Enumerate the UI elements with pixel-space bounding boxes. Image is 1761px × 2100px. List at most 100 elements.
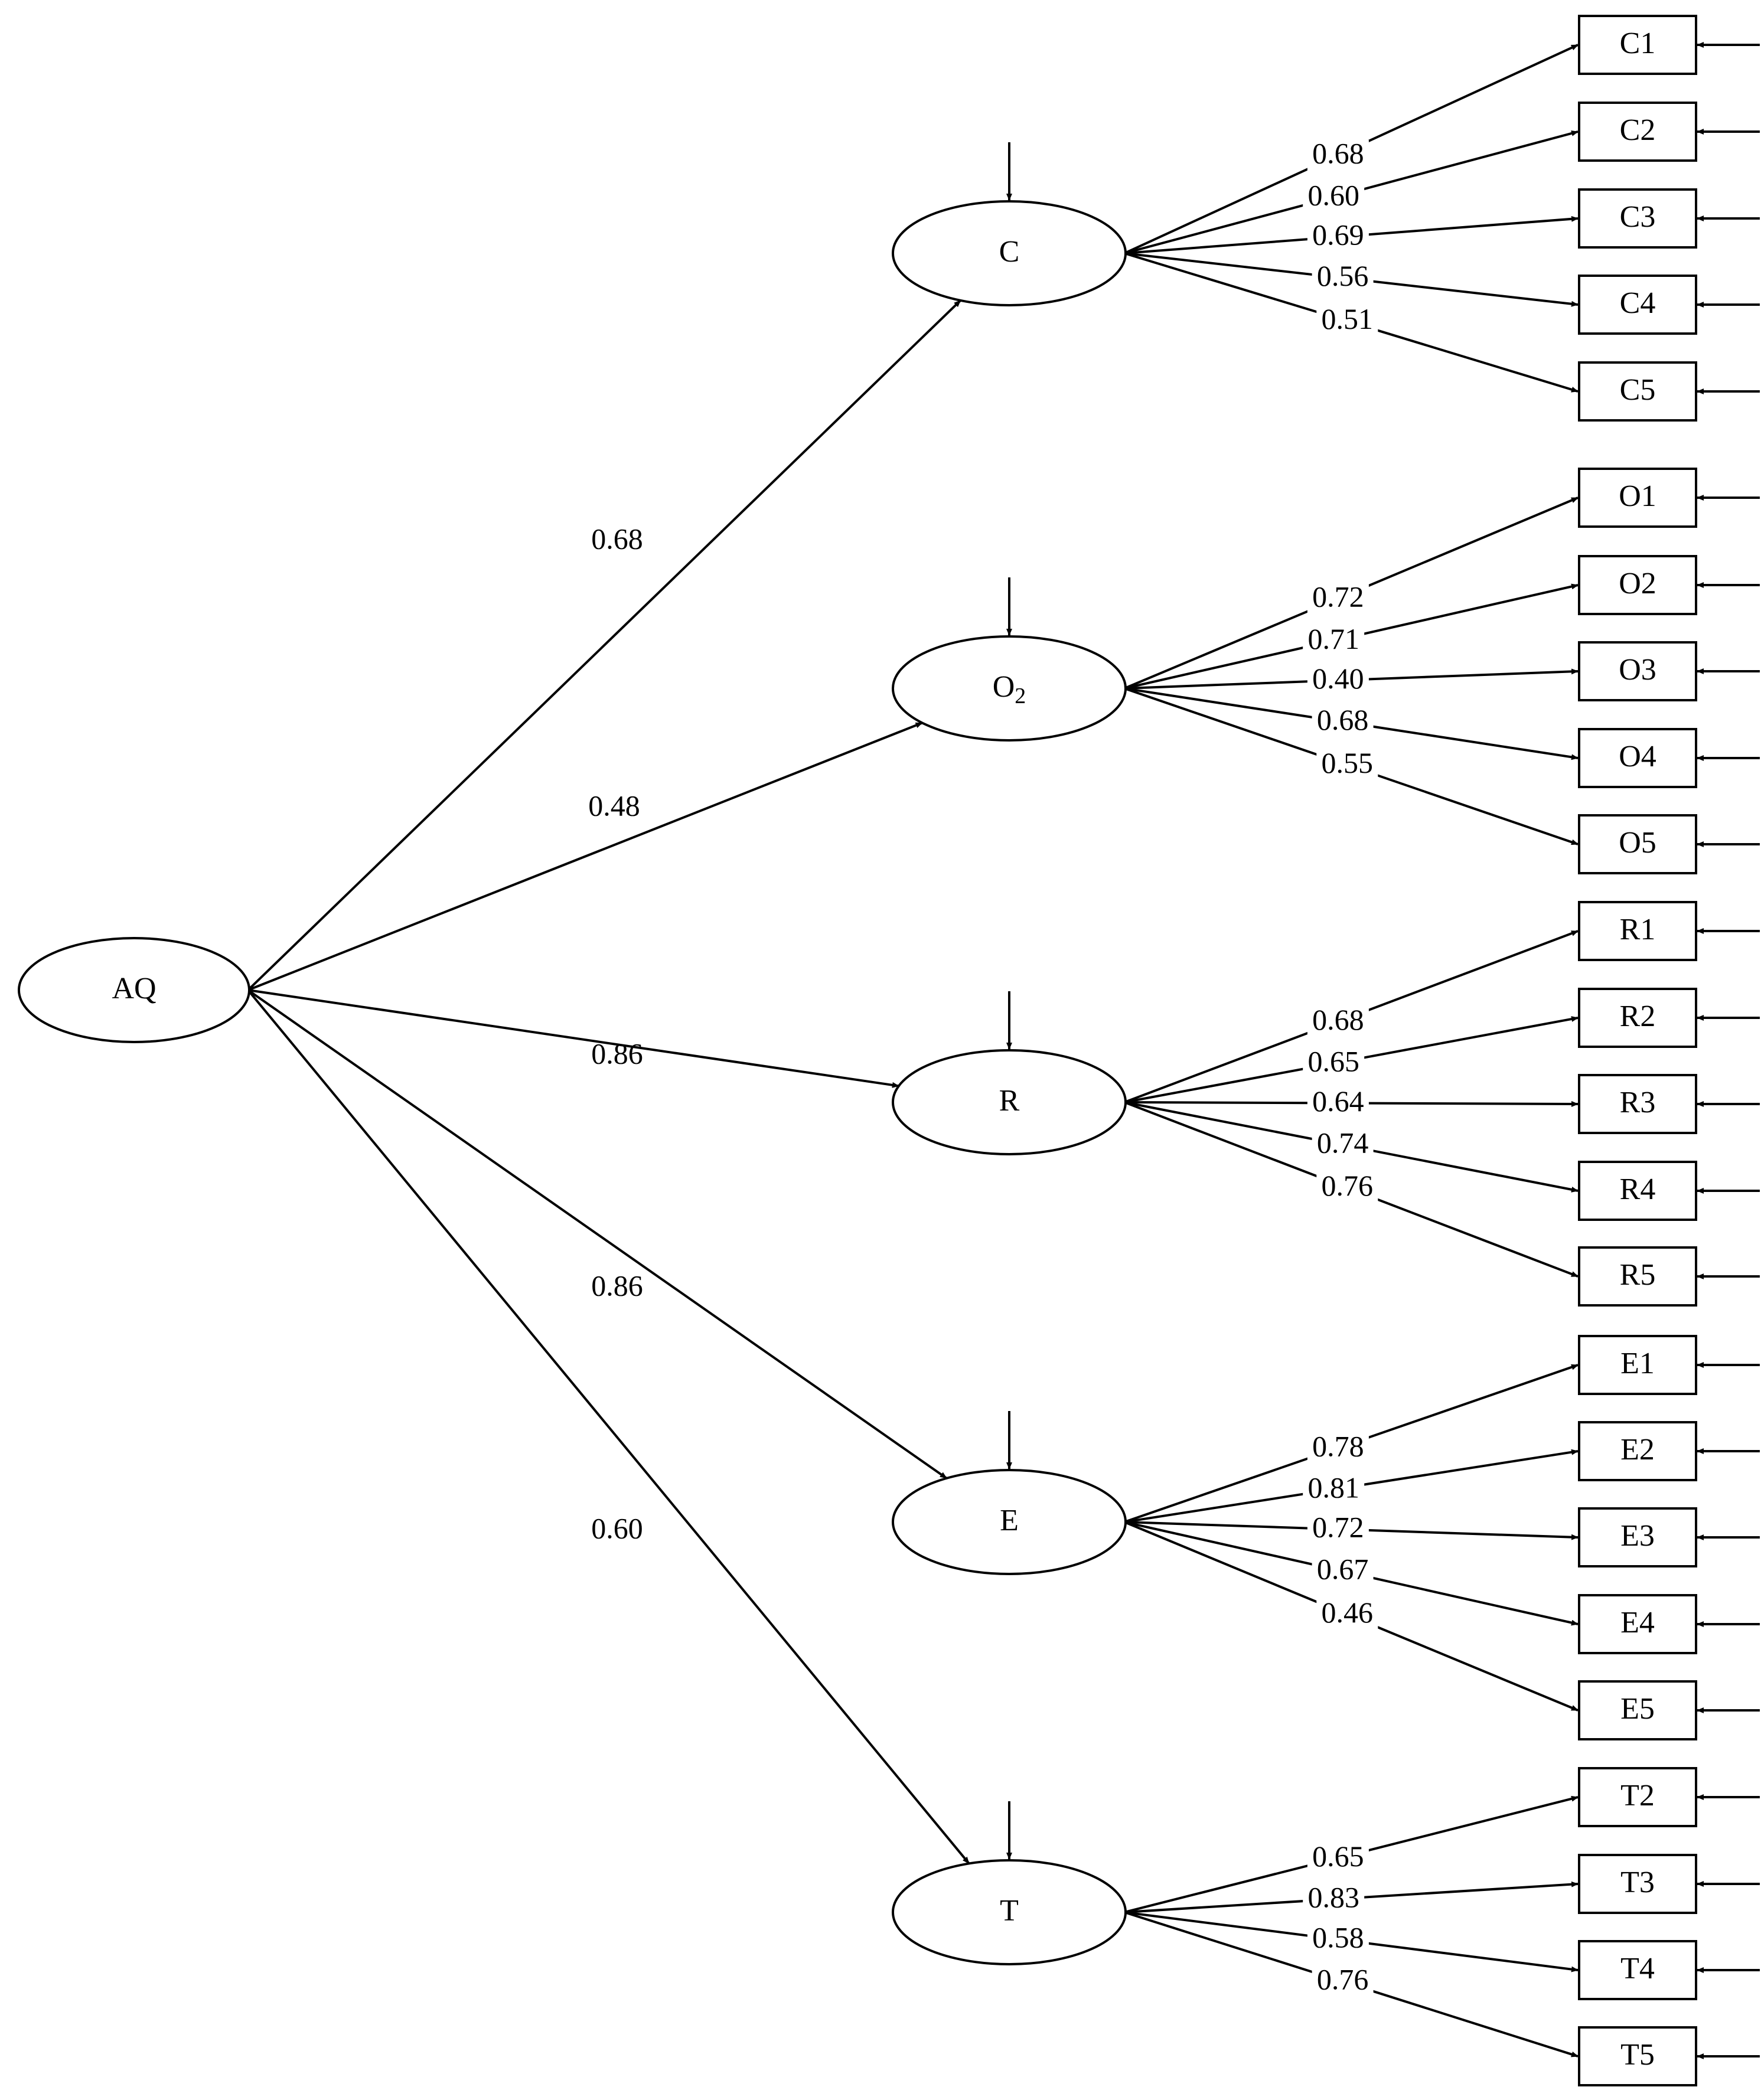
path-aq-e — [247, 989, 948, 1480]
indicator-label-c4: C4 — [1620, 286, 1656, 320]
loading-label-e-e3: 0.72 — [1312, 1511, 1364, 1544]
loading-label-c-c4: 0.56 — [1317, 259, 1369, 292]
loading-label-bg — [1307, 1432, 1369, 1464]
indicator-box-c4 — [1578, 275, 1697, 335]
loading-label-bg — [1312, 262, 1374, 293]
loading-label-t-t3: 0.83 — [1307, 1880, 1359, 1913]
indicator-label-t3: T3 — [1620, 1866, 1655, 1899]
loading-label-t-t2: 0.65 — [1312, 1840, 1364, 1873]
latent-label-o: O2 — [993, 670, 1026, 708]
loading-label-o-o4: 0.68 — [1317, 703, 1369, 736]
loading-label-bg — [1316, 1599, 1378, 1630]
latent-node-o — [892, 635, 1127, 742]
indicator-label-e3: E3 — [1620, 1519, 1655, 1553]
nodes — [18, 15, 1697, 2086]
indicator-label-e2: E2 — [1620, 1433, 1655, 1467]
loading-label-e-e2: 0.81 — [1307, 1471, 1359, 1504]
loading-label-e-e5: 0.46 — [1322, 1596, 1374, 1629]
loading-label-e-e4: 0.67 — [1317, 1553, 1369, 1586]
path-aq-t — [247, 989, 970, 1864]
loading-label-bg — [1307, 665, 1369, 696]
latent-label-r: R — [999, 1084, 1020, 1118]
loading-label-r-r4: 0.74 — [1317, 1126, 1369, 1159]
loading-label-c-c5: 0.51 — [1322, 302, 1374, 335]
indicator-box-o5 — [1578, 814, 1697, 874]
indicator-box-t3 — [1578, 1854, 1697, 1914]
indicator-box-r2 — [1578, 988, 1697, 1048]
indicator-box-r4 — [1578, 1161, 1697, 1221]
loading-label-bg — [1307, 583, 1369, 615]
indicator-box-o4 — [1578, 728, 1697, 788]
indicator-label-r1: R1 — [1620, 913, 1656, 946]
indicator-label-o2: O2 — [1619, 567, 1656, 600]
loading-label-bg — [1312, 1556, 1374, 1587]
indicator-label-c3: C3 — [1620, 200, 1656, 234]
indicator-box-e3 — [1578, 1507, 1697, 1567]
loading-label-r-r5: 0.76 — [1322, 1169, 1374, 1202]
indicator-box-o3 — [1578, 641, 1697, 701]
loading-label-o-o3: 0.40 — [1312, 662, 1364, 695]
loading-label-aq-t: 0.60 — [591, 1511, 643, 1544]
indicator-label-e1: E1 — [1620, 1347, 1655, 1380]
indicator-box-r5 — [1578, 1246, 1697, 1307]
loading-label-bg — [1316, 1172, 1378, 1203]
loading-label-o-o2: 0.71 — [1307, 622, 1359, 655]
indicator-box-c1 — [1578, 15, 1697, 75]
path-aq-r — [247, 989, 899, 1088]
loading-label-bg — [1307, 1843, 1369, 1874]
latent-label-c: C — [999, 235, 1020, 269]
indicator-label-e5: E5 — [1620, 1692, 1655, 1726]
loading-label-aq-c: 0.68 — [591, 522, 643, 555]
loading-label-bg — [1307, 1006, 1369, 1037]
loading-label-bg — [1316, 749, 1378, 780]
loading-label-bg — [1312, 706, 1374, 737]
latent-node-e — [892, 1469, 1127, 1575]
loading-label-bg — [1303, 625, 1365, 657]
loading-label-bg — [1316, 305, 1378, 337]
latent-label-aq: AQ — [112, 972, 156, 1005]
loading-label-r-r2: 0.65 — [1307, 1045, 1359, 1078]
loading-label-e-e1: 0.78 — [1312, 1429, 1364, 1462]
indicator-label-r5: R5 — [1620, 1258, 1656, 1292]
loading-label-bg — [1303, 1048, 1365, 1079]
indicator-box-e5 — [1578, 1680, 1697, 1740]
loading-label-c-c3: 0.69 — [1312, 218, 1364, 252]
loading-label-aq-o: 0.48 — [588, 789, 640, 822]
loading-label-bg — [1307, 1514, 1369, 1545]
loading-label-c-c2: 0.60 — [1307, 179, 1359, 212]
latent-node-t — [892, 1859, 1127, 1965]
indicator-box-e4 — [1578, 1594, 1697, 1654]
loading-label-bg — [1307, 1087, 1369, 1119]
latent-label-t: T — [1000, 1894, 1019, 1928]
loading-label-aq-r: 0.86 — [591, 1037, 643, 1070]
loading-label-t-t5: 0.76 — [1317, 1963, 1369, 1996]
indicator-box-o1 — [1578, 468, 1697, 528]
indicator-label-e4: E4 — [1620, 1606, 1655, 1639]
indicator-box-t4 — [1578, 1940, 1697, 2000]
loading-label-bg — [1303, 1883, 1365, 1915]
loading-labels: AQ0.68C0.68C10.60C20.69C30.56C40.51C50.4… — [112, 27, 1656, 2072]
indicator-label-t2: T2 — [1620, 1779, 1655, 1812]
loading-label-c-c1: 0.68 — [1312, 137, 1364, 170]
loading-label-o-o5: 0.55 — [1322, 746, 1374, 779]
loading-label-bg — [1312, 1966, 1374, 1997]
loading-label-bg — [1303, 1474, 1365, 1505]
indicator-box-c5 — [1578, 361, 1697, 422]
indicator-label-r3: R3 — [1620, 1086, 1656, 1119]
indicator-box-e2 — [1578, 1421, 1697, 1481]
indicator-label-c5: C5 — [1620, 373, 1656, 407]
indicator-label-o4: O4 — [1619, 740, 1656, 773]
indicator-box-c2 — [1578, 102, 1697, 162]
latent-node-aq — [18, 937, 250, 1043]
indicator-box-r3 — [1578, 1074, 1697, 1134]
latent-label-e: E — [1000, 1504, 1019, 1537]
indicator-box-r1 — [1578, 901, 1697, 961]
indicator-label-r2: R2 — [1620, 1000, 1656, 1033]
indicator-label-o3: O3 — [1619, 653, 1656, 687]
path-aq-c — [247, 299, 961, 991]
indicator-label-t5: T5 — [1620, 2038, 1655, 2072]
indicator-box-c3 — [1578, 188, 1697, 249]
loading-label-aq-e: 0.86 — [591, 1269, 643, 1302]
loading-label-t-t4: 0.58 — [1312, 1921, 1364, 1954]
